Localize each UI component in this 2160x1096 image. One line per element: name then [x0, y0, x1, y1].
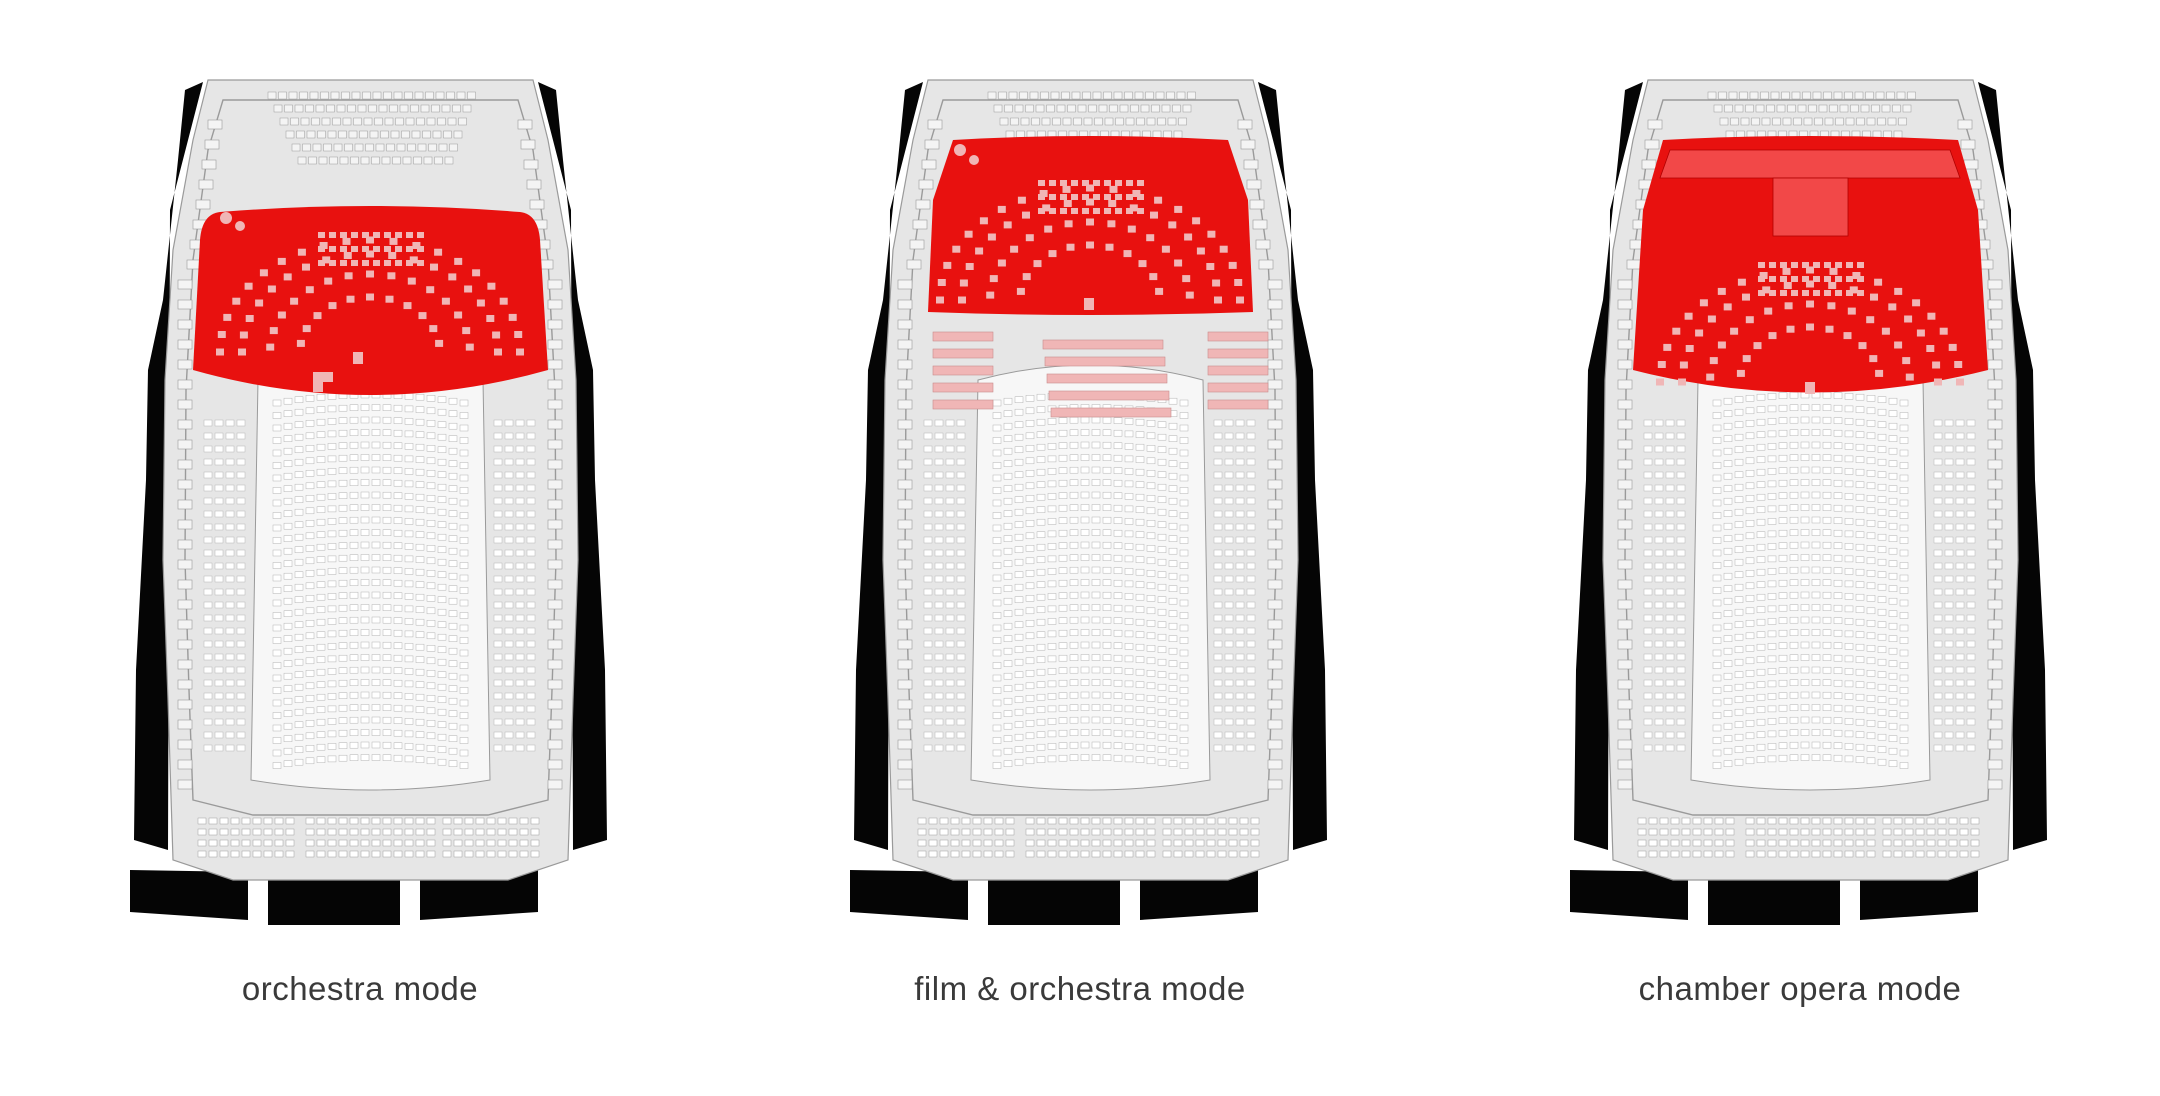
chamber-opera-mode-panel: chamber opera mode: [1440, 0, 2160, 1096]
stalls-seating: [1637, 364, 1980, 858]
conductor-podium: [1805, 382, 1815, 394]
stalls-seating: [197, 364, 540, 858]
side-gallery-seats: [1617, 119, 2003, 790]
forestage-seating: [932, 331, 1269, 418]
film-orchestra-mode-caption: film & orchestra mode: [914, 970, 1246, 1007]
hall-plan: [130, 79, 607, 925]
rear-choir-seats: [267, 91, 476, 165]
side-gallery-seats: [177, 119, 563, 790]
side-gallery-seats: [897, 119, 1283, 790]
timpani: [969, 155, 979, 165]
piano: [313, 372, 333, 392]
timpani: [954, 144, 966, 156]
orchestra-mode-panel: orchestra mode: [0, 0, 720, 1096]
timpani: [220, 212, 232, 224]
set-platform: [1772, 177, 1849, 237]
stalls-seating: [917, 364, 1260, 858]
orchestra-musician-seats: [936, 180, 1244, 304]
opera-stage: [1633, 136, 1988, 393]
hall-plan: [850, 79, 1327, 925]
hall-plan: [1570, 79, 2047, 925]
conductor-podium: [1084, 298, 1094, 310]
chamber-opera-mode-caption: chamber opera mode: [1638, 970, 1962, 1007]
set-platform: [1659, 149, 1961, 179]
chamber-opera-mode-plan: [1570, 79, 2047, 925]
film-orchestra-mode-panel: film & orchestra mode: [720, 0, 1440, 1096]
conductor-podium: [353, 352, 363, 364]
film-orchestra-mode-plan: [850, 79, 1327, 925]
orchestra-musician-seats: [216, 232, 524, 356]
orchestra-mode-caption: orchestra mode: [241, 970, 479, 1007]
rear-choir-seats: [1707, 91, 1916, 165]
orchestra-musician-seats: [1656, 262, 1964, 386]
timpani: [235, 221, 245, 231]
orchestra-mode-plan: [130, 79, 607, 925]
